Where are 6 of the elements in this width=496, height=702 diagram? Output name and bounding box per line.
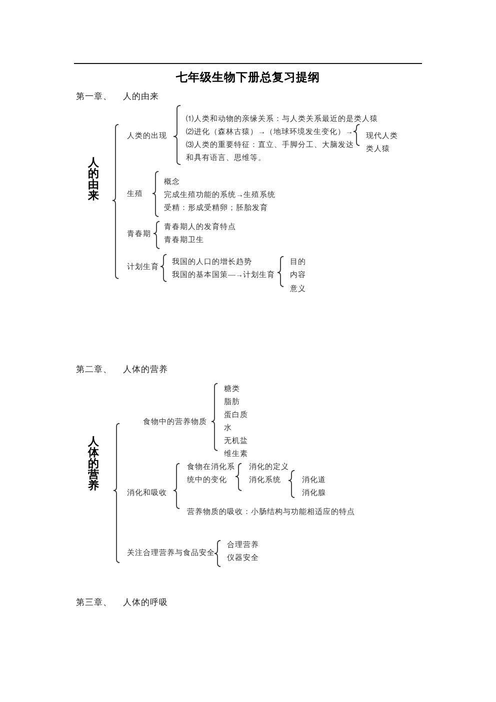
chapter-heading: 第二章、 人体的营养 [76,362,168,376]
vertical-heading: 人体的营养 [88,436,100,491]
chapter-heading: 第三章、 人体的呼吸 [76,596,168,608]
chapter-heading: 第一章、 人的由来 [76,90,160,102]
page-title: 七年级生物下册总复习提纲 [176,70,320,84]
vertical-heading: 人的由来 [88,157,100,201]
